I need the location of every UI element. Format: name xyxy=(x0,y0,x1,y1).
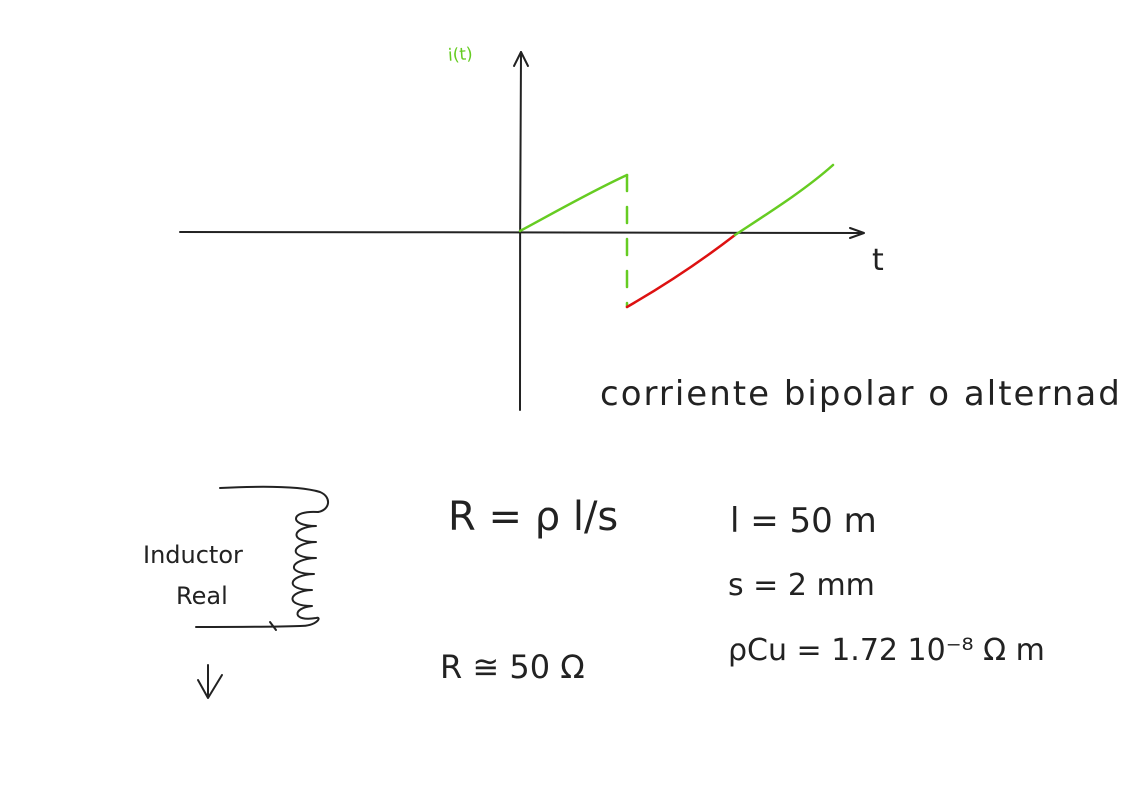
formula-resistance-approx: R ≅ 50 Ω xyxy=(440,648,585,686)
current-positive-segment-2 xyxy=(733,163,835,237)
x-axis-arrowhead xyxy=(849,227,865,239)
inductor-label-line1: Inductor xyxy=(143,541,243,569)
formula-resistance: R = ρ l/s xyxy=(448,494,618,540)
inductor-coil xyxy=(291,510,320,627)
y-axis-label: i(t) xyxy=(447,44,473,66)
inductor-top-lead xyxy=(219,485,329,513)
formula-section: s = 2 mm xyxy=(728,568,875,603)
formulas: R = ρ l/s R ≅ 50 Ω l = 50 m s = 2 mm ρCu… xyxy=(440,494,1045,686)
formula-length: l = 50 m xyxy=(730,501,877,541)
x-axis xyxy=(179,231,863,234)
current-positive-segment-1 xyxy=(518,173,629,233)
inductor-label-line2: Real xyxy=(176,582,228,610)
formula-resistivity: ρCu = 1.72 10⁻⁸ Ω m xyxy=(728,633,1045,668)
down-arrow-icon xyxy=(197,664,223,699)
graph-caption: corriente bipolar o alternada xyxy=(600,374,1123,414)
inductor-sketch: Inductor Real xyxy=(143,485,329,699)
y-axis-arrowhead xyxy=(513,51,529,67)
inductor-bottom-lead xyxy=(195,625,301,628)
inductor-bottom-tick xyxy=(269,621,277,631)
current-negative-segment xyxy=(625,233,737,309)
x-axis-label: t xyxy=(872,243,884,278)
current-graph: i(t) t corriente bipolar o alternada xyxy=(179,44,1123,414)
